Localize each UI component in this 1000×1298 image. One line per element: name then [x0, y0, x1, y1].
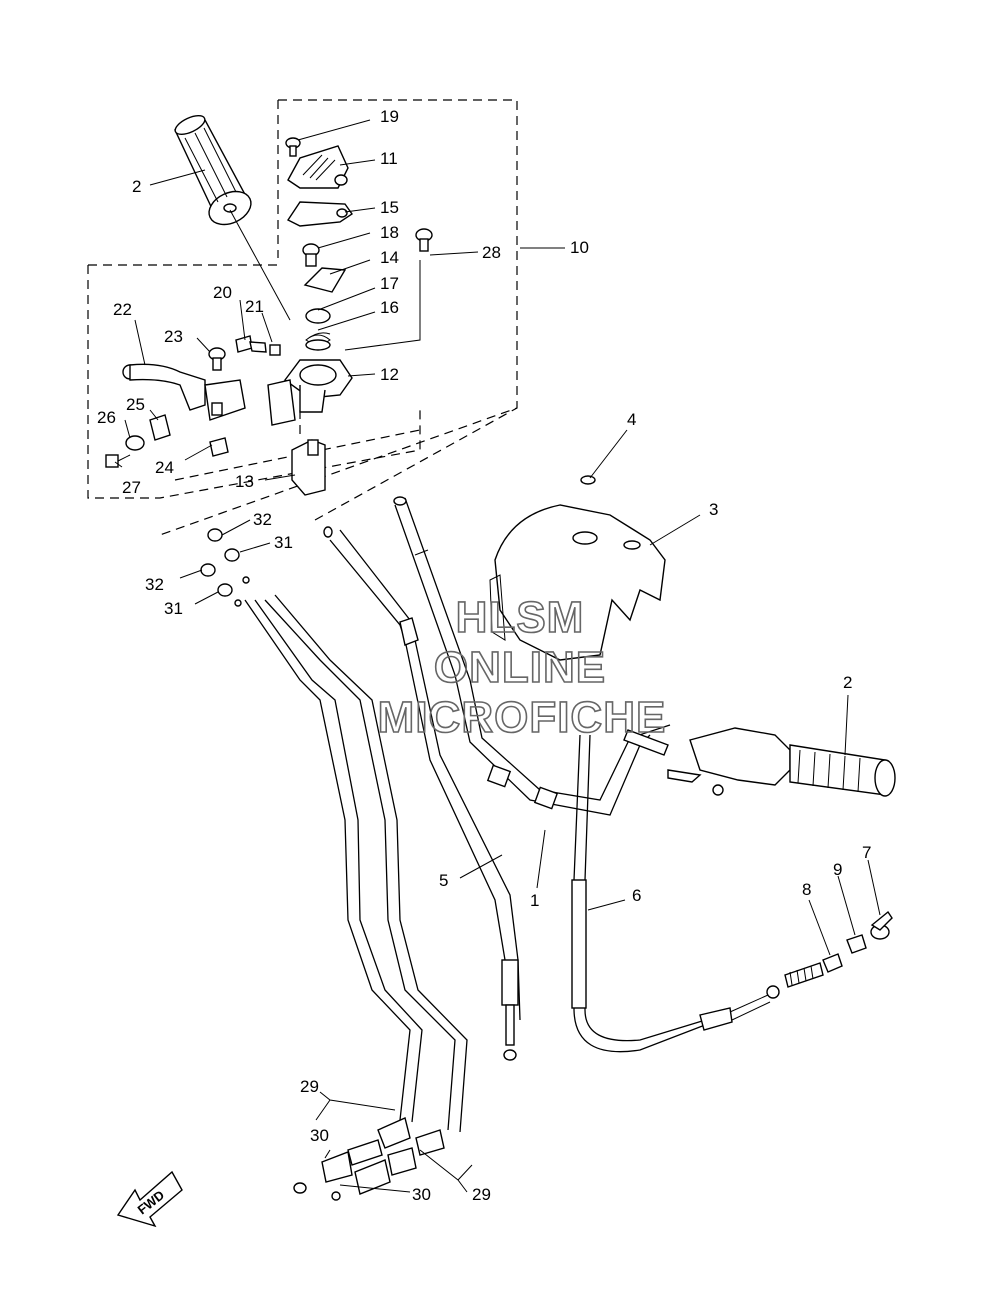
- callout-13: 13: [235, 472, 254, 491]
- callout-17: 17: [380, 274, 399, 293]
- callout-5: 5: [439, 871, 448, 890]
- callout-32-upper: 32: [253, 510, 272, 529]
- front-brake-cable: [323, 526, 521, 1061]
- callout-15: 15: [380, 198, 399, 217]
- callout-21: 21: [245, 297, 264, 316]
- callout-2-right: 2: [843, 673, 852, 692]
- callout-16: 16: [380, 298, 399, 317]
- callout-30-left: 30: [310, 1126, 329, 1145]
- callout-11: 11: [380, 149, 398, 168]
- lever-holder: [267, 359, 353, 426]
- left-grip: [174, 115, 252, 226]
- cable-bushings: [200, 528, 250, 607]
- brake-switch: [291, 439, 326, 496]
- callout-31-lower: 31: [164, 599, 183, 618]
- callout-23: 23: [164, 327, 183, 346]
- callout-9: 9: [833, 860, 842, 879]
- callout-20: 20: [213, 283, 232, 302]
- bolts: [208, 335, 281, 371]
- switch-cover: [285, 137, 353, 227]
- small-hardware: [302, 228, 433, 351]
- o-ring: [580, 475, 596, 485]
- lever-hardware: [105, 414, 229, 468]
- watermark-line-1: HLSM: [456, 593, 585, 642]
- callout-labels: 19 11 15 2 18 28 10 14 17 16 20 21 22 23…: [97, 107, 871, 1204]
- throttle-cable: [571, 729, 824, 1053]
- callout-24: 24: [155, 458, 174, 477]
- callout-8: 8: [802, 880, 811, 899]
- callout-14: 14: [380, 248, 399, 267]
- throttle-housing: [489, 504, 666, 661]
- callout-29-left: 29: [300, 1077, 319, 1096]
- callout-18: 18: [380, 223, 399, 242]
- callout-22: 22: [113, 300, 132, 319]
- watermark-line-3: MICROFICHE: [378, 693, 667, 742]
- watermark: HLSM ONLINE MICROFICHE: [377, 592, 667, 743]
- callout-7: 7: [862, 843, 871, 862]
- callout-32-lower: 32: [145, 575, 164, 594]
- callout-3: 3: [709, 500, 718, 519]
- callout-26: 26: [97, 408, 116, 427]
- watermark-line-2: ONLINE: [434, 643, 606, 692]
- callout-19: 19: [380, 107, 399, 126]
- rear-brake-cables: [244, 594, 468, 1201]
- right-grip: [667, 727, 896, 797]
- callout-31-upper: 31: [274, 533, 293, 552]
- brake-lever: [122, 363, 246, 421]
- callout-30-right: 30: [412, 1185, 431, 1204]
- callout-28: 28: [482, 243, 501, 262]
- callout-1: 1: [530, 891, 539, 910]
- callout-2: 2: [132, 177, 141, 196]
- leader-lines: [114, 119, 881, 1193]
- forward-direction-arrow: FWD: [116, 1170, 183, 1228]
- callout-4: 4: [627, 410, 636, 429]
- callout-25: 25: [126, 395, 145, 414]
- callout-6: 6: [632, 886, 641, 905]
- callout-12: 12: [380, 365, 399, 384]
- callout-27: 27: [122, 478, 141, 497]
- cable-adjuster: [822, 910, 893, 973]
- callout-29-right: 29: [472, 1185, 491, 1204]
- callout-10: 10: [570, 238, 589, 257]
